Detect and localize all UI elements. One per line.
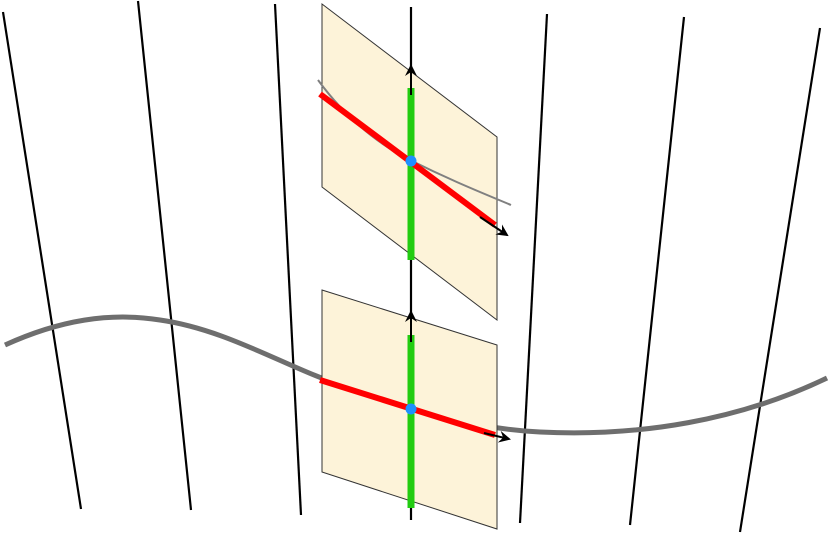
upper-plane-group: [317, 2, 512, 322]
lower-horizontal-arrow: [483, 430, 511, 443]
lower-point-marker: [405, 403, 417, 415]
fiber-line: [518, 13, 549, 524]
fiber-line: [1, 11, 83, 510]
fiber-line: [628, 16, 686, 526]
fiber-line: [273, 3, 303, 516]
fiber-line: [136, 0, 193, 511]
lower-plane-group: [319, 289, 511, 530]
upper-point-marker: [405, 155, 417, 167]
upper-horizontal-arrow: [479, 216, 509, 237]
fiber-line: [738, 27, 822, 533]
